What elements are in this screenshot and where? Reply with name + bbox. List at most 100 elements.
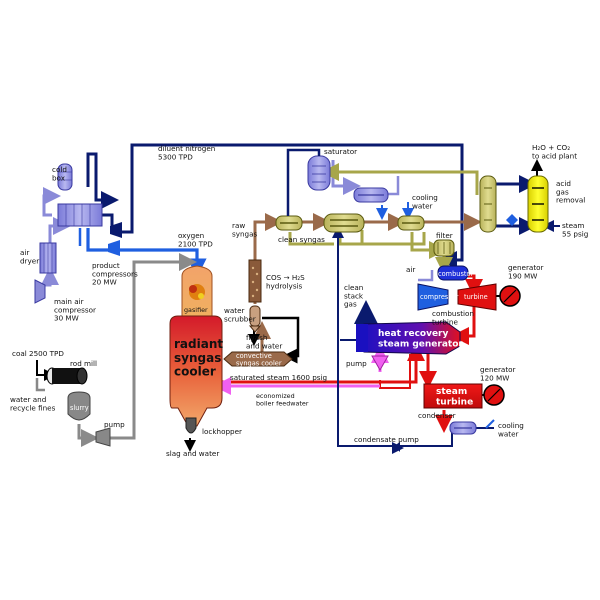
coldbox-to-compressor [100, 213, 114, 226]
acid-gas-valve [506, 214, 518, 226]
label-coal: coal 2500 TPD [12, 349, 64, 358]
syngas-to-filter [410, 232, 447, 259]
product-compressor-2 [108, 240, 120, 256]
heat-exchanger-1 [275, 215, 303, 231]
label-pump-hrsg: pump [346, 359, 367, 368]
cooling-water-in-line [485, 419, 495, 429]
label-compressor: compressor [420, 293, 459, 301]
air-line-cold [42, 187, 61, 217]
heat-exchanger-3 [397, 215, 425, 231]
lockhopper [185, 417, 197, 434]
saturator-top-loop [286, 148, 321, 216]
slurry-line [110, 253, 197, 440]
coal-line [36, 360, 56, 381]
water-scrubber [248, 305, 262, 333]
heat-exchanger-2 [323, 213, 365, 233]
pump-feedwater [371, 355, 389, 372]
condenser-unit [449, 421, 477, 435]
heat-recovery-steam-generator [356, 321, 461, 355]
syngas-return [321, 163, 479, 195]
label-lockhopper: lockhopper [202, 427, 242, 436]
filter-vessel [433, 239, 455, 257]
label-slurry: slurry [70, 404, 89, 412]
label-pump-slurry: pump [104, 420, 125, 429]
air-dryer [39, 242, 57, 274]
label-clean-syngas: clean syngas [278, 235, 325, 244]
combustor [437, 265, 469, 281]
water-line [35, 378, 45, 392]
turbine-to-hrsg [451, 305, 476, 345]
product-compressor-1 [110, 222, 122, 238]
label-saturator: saturator [324, 147, 357, 156]
syngas-clean-line-3 [360, 232, 426, 246]
label-condenser: condenser [418, 411, 456, 420]
air-line-comp [418, 270, 434, 282]
label-condensate-pump: condensate pump [354, 435, 419, 444]
gasifier [181, 265, 213, 319]
saturator-vessel [307, 155, 331, 191]
oxygen-line [86, 228, 207, 278]
label-turbine: turbine [464, 293, 488, 301]
steam-turbine-unit [423, 383, 483, 409]
label-gasifier: gasifier [184, 306, 208, 314]
label-saturated-steam: saturated steam 1600 psig [230, 373, 327, 382]
combustor-to-turbine [465, 274, 483, 297]
label-air: air [406, 265, 415, 274]
label-rod-mill: rod mill [70, 359, 97, 368]
cos-hydrolysis-vessel [248, 259, 262, 303]
combustion-turbine-unit [457, 283, 497, 311]
label-combustor: combustor [438, 270, 474, 278]
air-line-main [41, 267, 59, 287]
label-slag-water: slag and water [166, 449, 219, 458]
air-line-sat-up [388, 176, 400, 196]
scrubber-loop [262, 316, 300, 364]
main-air-compressor [34, 279, 46, 304]
generator-190-unit [499, 285, 521, 307]
slurry-to-pump [77, 424, 99, 447]
combustion-compressor [417, 283, 449, 311]
label-filter: filter [436, 231, 453, 240]
cold-box [57, 163, 103, 227]
slurry-pump-unit [95, 427, 111, 447]
syngas-clean-line [288, 232, 334, 246]
saturator-exchanger [353, 187, 389, 203]
air-line-dryer [48, 217, 71, 245]
generator-120-unit [483, 384, 505, 406]
convective-syngas-cooler [223, 351, 293, 367]
feedwater-line [379, 354, 411, 389]
diluent-nitrogen-line [86, 152, 119, 209]
condensate-pump-unit [394, 442, 400, 452]
slurry-tank [67, 391, 91, 421]
acid-gas-column-olive [479, 175, 497, 233]
rod-mill [46, 367, 88, 385]
nitrogen-main-line [120, 143, 464, 269]
acid-gas-column-yellow [527, 175, 549, 233]
